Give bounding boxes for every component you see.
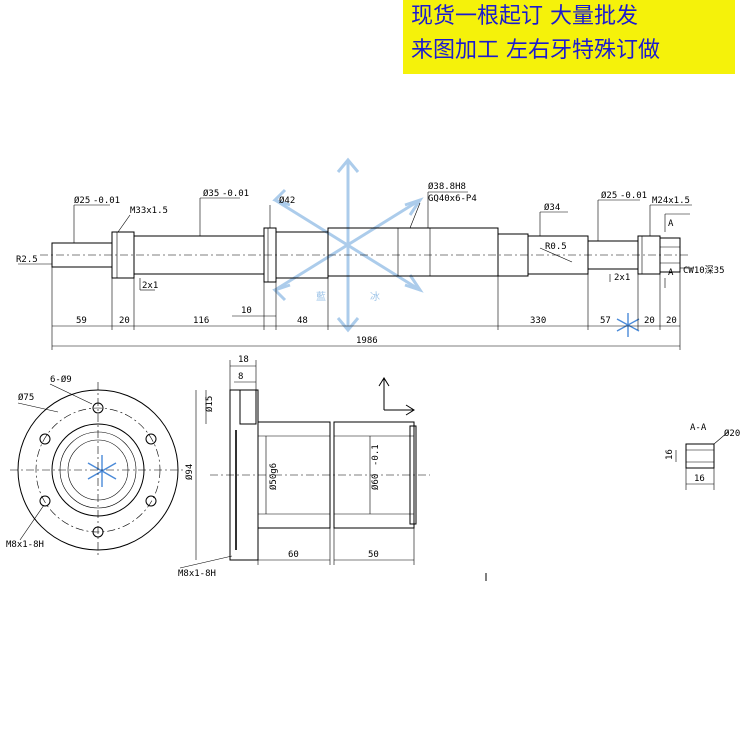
dim-116: 116 [193,316,209,326]
dim-59: 59 [76,316,87,326]
label-r05: R0.5 [545,242,567,252]
label-pcd: Ø75 [18,392,34,403]
dim-20b: 20 [644,316,655,326]
direction-arrow-icon [378,377,415,416]
dim-20c: 20 [666,316,677,326]
label-len60: 60 [288,550,299,560]
banner-line-1: 现货一根起订 大量批发 [411,4,638,29]
label-d25-left: Ø25 [74,195,90,206]
label-d60: Ø60 [370,474,381,490]
section-a-a [675,431,729,490]
watermark-char-2: 冰 [370,290,380,303]
dim-10: 10 [241,306,252,316]
label-chamfer-right: 2x1 [614,273,630,283]
label-flange-thread: M8x1-8H [6,540,44,550]
label-section-a-bottom: A [668,268,674,278]
label-cw: CW10深35 [683,265,725,276]
shaft-outline [40,227,690,283]
banner-line-2: 来图加工 左右牙特殊订做 [411,38,660,63]
label-chamfer-left: 2x1 [142,281,158,291]
nut-dimension-lines [179,360,415,569]
flange-front-view [10,382,186,558]
shaft-leaders [18,191,694,291]
shaft-extension-lines [51,267,681,350]
label-m33: M33x1.5 [130,206,168,216]
label-d25-left-tol: -0.01 [93,196,120,206]
label-len50: 50 [368,550,379,560]
label-d25-right-tol: -0.01 [620,191,647,201]
watermark-small-star-right [616,313,640,337]
watermark-snowflake [272,157,424,333]
label-d35-tol: -0.01 [222,189,249,199]
section-dia: Ø20 [724,428,740,439]
dim-total: 1986 [356,336,378,346]
label-m24: M24x1.5 [652,196,690,206]
section-h: 16 [665,449,675,460]
label-holes: 6-Ø9 [50,374,72,385]
label-r25: R2.5 [16,255,38,265]
shaft-dimension-row [52,325,680,347]
label-d50: Ø50g6 [268,463,279,490]
flange-leaders [17,383,93,541]
section-w: 16 [694,474,705,484]
label-d38: Ø38.8H8 [428,181,466,192]
label-d8: 8 [238,372,243,382]
section-title: A-A [690,423,707,433]
label-d18: 18 [238,355,249,365]
dim-330: 330 [530,316,546,326]
label-d15: Ø15 [204,396,215,412]
label-d35: Ø35 [203,188,219,199]
label-nut-thread: M8x1-8H [178,569,216,579]
label-d94: Ø94 [184,464,195,480]
dim-20a: 20 [119,316,130,326]
label-gq: GQ40x6-P4 [428,194,477,204]
nut-side-view [210,389,430,561]
watermark-char-1: 藍 [316,290,326,303]
dim-57: 57 [600,316,611,326]
label-d25-right: Ø25 [601,190,617,201]
label-section-a-top: A [668,219,674,229]
dim-48: 48 [297,316,308,326]
label-d34: Ø34 [544,202,560,213]
label-d42: Ø42 [279,195,295,206]
promo-banner: 现货一根起订 大量批发 来图加工 左右牙特殊订做 [403,0,735,74]
watermark-small-star-flange [87,455,117,487]
label-d60-tol: -0.1 [371,444,381,466]
